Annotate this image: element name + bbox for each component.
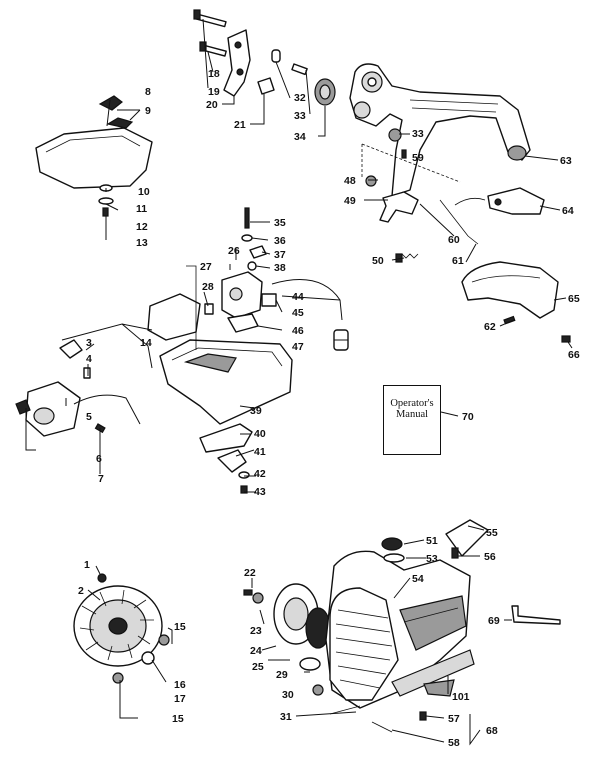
callout-32: 32 [294, 92, 306, 104]
callout-56: 56 [484, 551, 496, 563]
callout-57: 57 [448, 713, 460, 725]
callout-69: 69 [488, 615, 500, 627]
callout-38: 38 [274, 262, 286, 274]
callout-31: 31 [280, 711, 292, 723]
callout-39: 39 [250, 405, 262, 417]
callout-50: 50 [372, 255, 384, 267]
callout-40: 40 [254, 428, 266, 440]
callout-65: 65 [568, 293, 580, 305]
callout-labels: 1 2 3 4 5 6 7 8 9 10 11 12 13 14 15 15 1… [78, 68, 580, 749]
callout-45: 45 [292, 307, 304, 319]
callout-41: 41 [254, 446, 266, 458]
callout-101: 101 [452, 691, 470, 703]
callout-43: 43 [254, 486, 266, 498]
callout-3: 3 [86, 337, 92, 349]
ignition-module [15, 339, 141, 437]
callout-64: 64 [562, 205, 574, 217]
leader-lines [25, 18, 573, 746]
callout-10: 10 [138, 186, 150, 198]
callout-14: 14 [140, 337, 152, 349]
starter-housing [243, 519, 489, 733]
callout-66: 66 [568, 349, 580, 361]
manual-title-line1: Operator's [390, 398, 434, 409]
callout-15-bottom: 15 [172, 713, 184, 725]
callout-35: 35 [274, 217, 286, 229]
callout-49: 49 [344, 195, 356, 207]
callout-42: 42 [254, 468, 266, 480]
callout-54: 54 [412, 573, 424, 585]
callout-60: 60 [448, 234, 460, 246]
operators-manual-box: Operator's Manual [383, 385, 441, 455]
callout-20: 20 [206, 99, 218, 111]
callout-5: 5 [86, 411, 92, 423]
callout-7: 7 [98, 473, 104, 485]
callout-27: 27 [200, 261, 212, 273]
callout-59: 59 [412, 152, 424, 164]
callout-53: 53 [426, 553, 438, 565]
callout-22: 22 [244, 567, 256, 579]
callout-37: 37 [274, 249, 286, 261]
callout-33-left: 33 [294, 110, 306, 122]
callout-47: 47 [292, 341, 304, 353]
callout-62: 62 [484, 321, 496, 333]
callout-15-top: 15 [174, 621, 186, 633]
callout-55: 55 [486, 527, 498, 539]
callout-6: 6 [96, 453, 102, 465]
carburetor-group [147, 207, 349, 494]
callout-61: 61 [452, 255, 464, 267]
callout-24: 24 [250, 645, 262, 657]
callout-4: 4 [86, 353, 92, 365]
callout-36: 36 [274, 235, 286, 247]
operators-manual-title: Operator's Manual [384, 398, 440, 420]
callout-18: 18 [208, 68, 220, 80]
callout-48: 48 [344, 175, 356, 187]
callout-30: 30 [282, 689, 294, 701]
callout-11: 11 [136, 203, 147, 215]
callout-46: 46 [292, 325, 304, 337]
callout-1: 1 [84, 559, 90, 571]
callout-34: 34 [294, 131, 306, 143]
callout-19: 19 [208, 86, 220, 98]
callout-13: 13 [136, 237, 148, 249]
air-filter-cover [35, 95, 153, 217]
manual-title-line2: Manual [395, 409, 429, 420]
callout-2: 2 [78, 585, 84, 597]
callout-70: 70 [462, 411, 474, 423]
callout-68: 68 [486, 725, 498, 737]
callout-51: 51 [426, 535, 438, 547]
callout-33-right: 33 [412, 128, 424, 140]
hand-guard [461, 261, 571, 343]
callout-17: 17 [174, 693, 186, 705]
callout-58: 58 [448, 737, 460, 749]
callout-29: 29 [276, 669, 288, 681]
callout-23: 23 [250, 625, 262, 637]
bar-wrench [511, 605, 561, 625]
callout-16: 16 [174, 679, 186, 691]
callout-9: 9 [145, 105, 151, 117]
callout-8: 8 [145, 86, 151, 98]
handle-assembly [193, 9, 545, 263]
flywheel [73, 573, 170, 684]
callout-44: 44 [292, 291, 304, 303]
callout-12: 12 [136, 221, 148, 233]
callout-26: 26 [228, 245, 240, 257]
callout-28: 28 [202, 281, 214, 293]
callout-21: 21 [234, 119, 246, 131]
callout-63: 63 [560, 155, 572, 167]
callout-25: 25 [252, 661, 264, 673]
